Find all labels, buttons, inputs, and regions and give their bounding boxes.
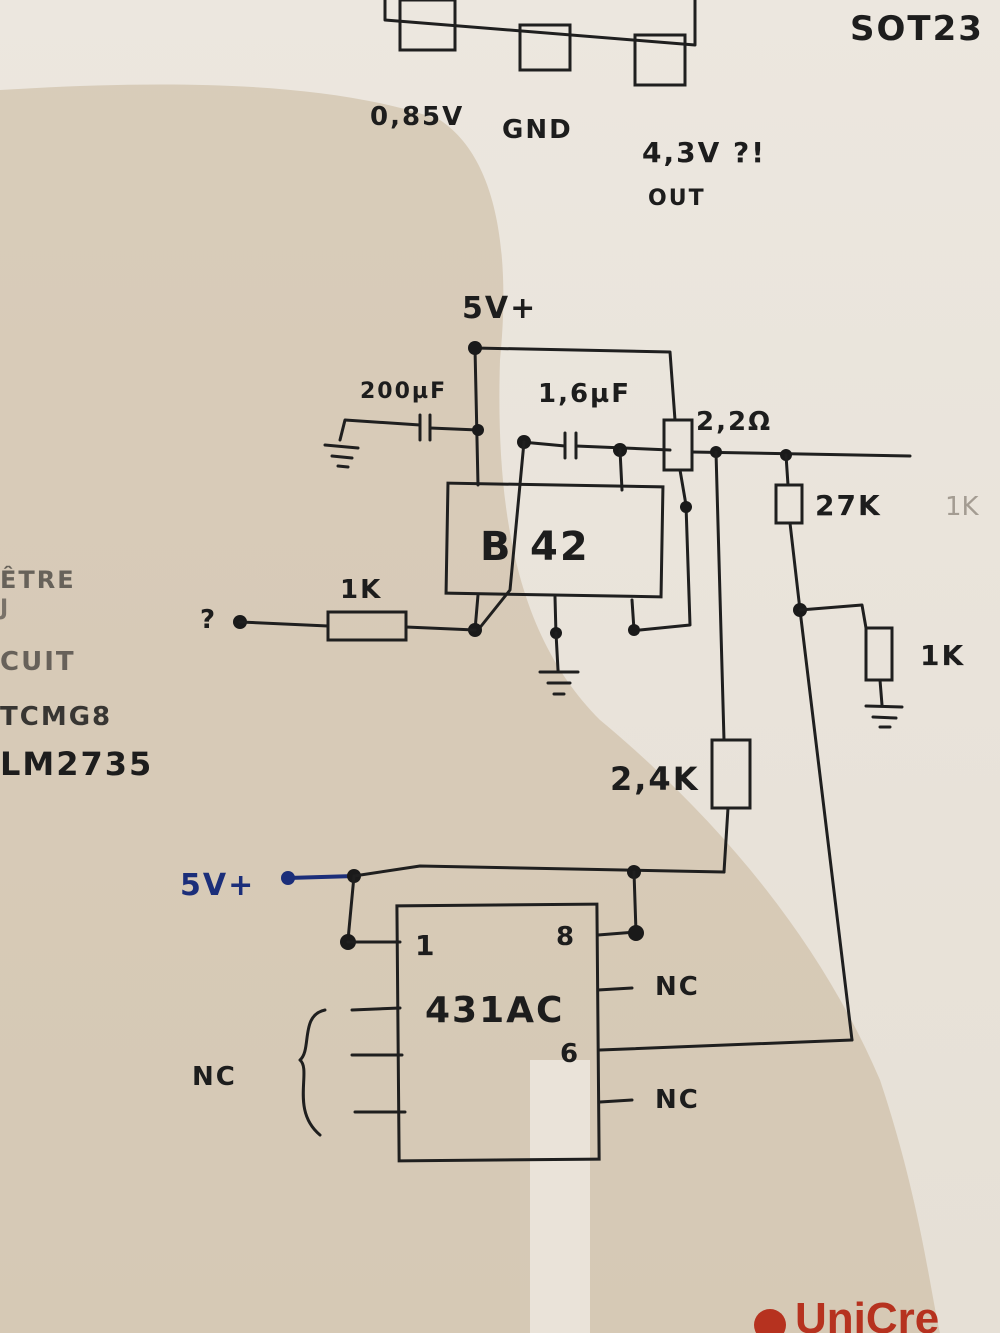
node-dot — [680, 501, 692, 513]
ground-symbol — [538, 670, 580, 696]
resistor-sense-label: 2,2Ω — [696, 407, 772, 437]
input-marker: ? — [200, 605, 217, 635]
margin-note: CUIT — [0, 647, 76, 677]
nc-right-top: NC — [655, 972, 700, 1002]
margin-note: TCMG8 — [0, 702, 112, 732]
resistor-1k-divider-label: 1K — [920, 639, 965, 672]
resistor-27k — [774, 483, 804, 525]
ic-431ac-pin8: 8 — [556, 922, 576, 952]
node-dot — [468, 341, 482, 355]
ground-symbol — [864, 704, 904, 729]
resistor-input-label: 1K — [340, 575, 382, 605]
ic-431ac-pin6: 6 — [560, 1039, 580, 1069]
resistor-2-4k — [710, 738, 752, 810]
ic-431ac-label: 431AC — [425, 990, 564, 1031]
package-label: SOT23 — [850, 9, 984, 49]
faint-note: 1K — [945, 492, 980, 522]
node-dot — [472, 424, 484, 436]
ic-label-right: 42 — [530, 524, 590, 570]
margin-note: ÊTRE — [0, 565, 76, 594]
ic-431ac — [395, 902, 601, 1163]
nc-right-bottom: NC — [655, 1085, 700, 1115]
resistor-sense — [662, 418, 694, 472]
supply-label-bottom: 5V+ — [180, 868, 255, 903]
node-dot — [628, 925, 644, 941]
margin-note: LM2735 — [0, 745, 153, 783]
node-dot — [628, 624, 640, 636]
nc-brace — [298, 1008, 327, 1137]
logo-text: UniCre — [795, 1294, 939, 1333]
cap-bootstrap-label: 1,6µF — [538, 379, 631, 409]
supply-label-top: 5V+ — [462, 291, 537, 326]
ic-431ac-pin1: 1 — [415, 929, 436, 962]
sot23-sketch — [383, 0, 697, 87]
pin1-voltage: 0,85V — [370, 102, 464, 132]
resistor-27k-label: 27K — [815, 489, 882, 522]
ground-symbol — [323, 443, 360, 469]
pin3-name: OUT — [648, 186, 706, 211]
cap-input-label: 200µF — [360, 379, 447, 404]
pin2-label: GND — [502, 115, 573, 145]
ic-label-left: B — [480, 524, 513, 570]
resistor-2-4k-label: 2,4K — [610, 760, 699, 798]
pin3-voltage: 4,3V ?! — [642, 136, 766, 169]
ic-b42 — [444, 481, 665, 599]
nc-left: NC — [192, 1062, 237, 1092]
resistor-1k-divider — [864, 626, 894, 682]
brand-logo: UniCre — [754, 1294, 939, 1333]
margin-note: J — [0, 596, 10, 621]
resistor-input — [326, 610, 408, 642]
